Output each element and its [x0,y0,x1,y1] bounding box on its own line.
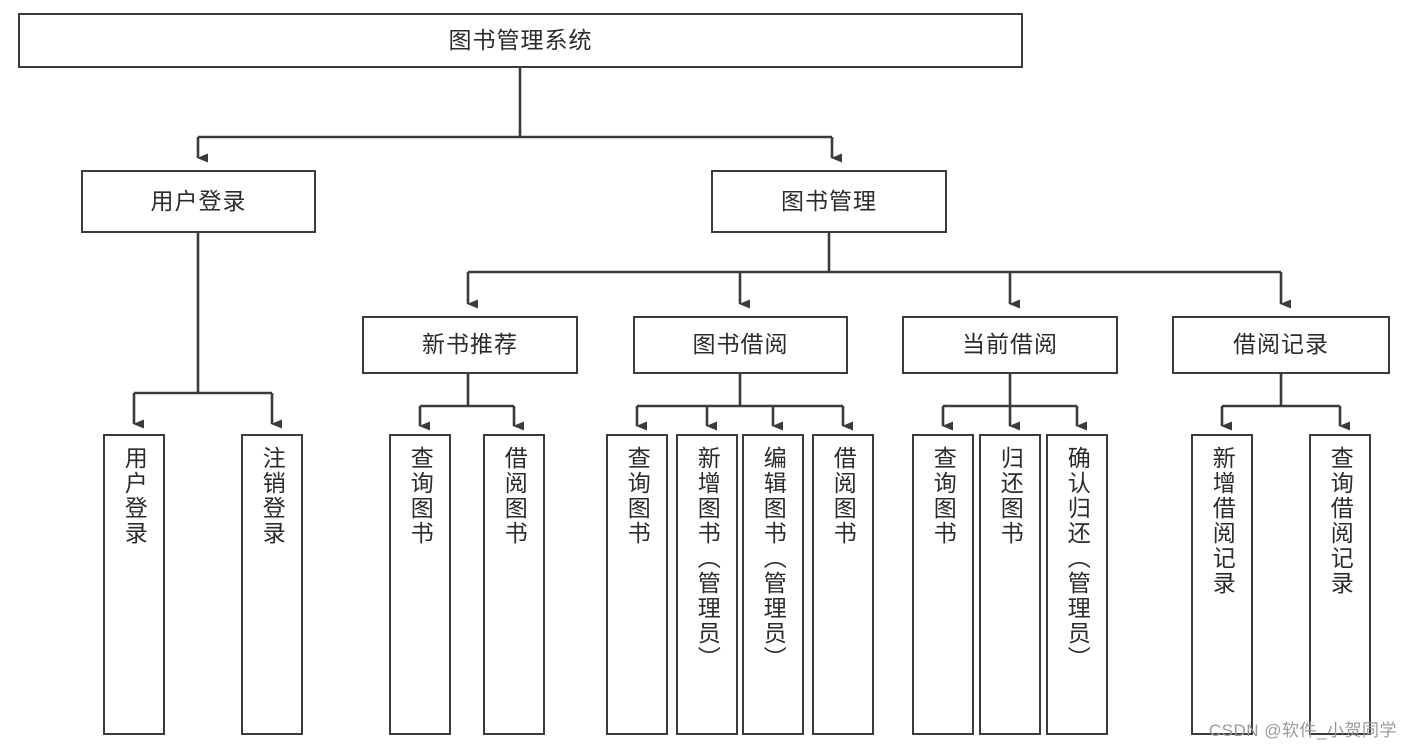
node-leaf-edit-book[interactable]: 编辑图书（管理员） [742,434,804,735]
node-label: 查询图书 [407,446,434,546]
node-label: 归还图书 [997,446,1024,546]
node-label: 新增图书（管理员） [694,446,721,671]
node-leaf-confirm-return[interactable]: 确认归还（管理员） [1046,434,1108,735]
node-leaf-query-book-current[interactable]: 查询图书 [912,434,974,735]
node-leaf-user-logout[interactable]: 注销登录 [241,434,303,735]
node-label: 借阅图书 [830,446,857,546]
node-leaf-add-book[interactable]: 新增图书（管理员） [676,434,738,735]
node-leaf-query-borrow-record[interactable]: 查询借阅记录 [1309,434,1371,735]
node-label: 借阅记录 [1233,331,1329,358]
node-current-borrow[interactable]: 当前借阅 [902,316,1118,374]
node-leaf-query-book-borrow[interactable]: 查询图书 [606,434,668,735]
node-label: 查询图书 [930,446,957,546]
node-label: 确认归还（管理员） [1064,446,1091,671]
node-label: 用户登录 [150,187,247,214]
node-label: 图书管理系统 [448,26,593,53]
node-root-system[interactable]: 图书管理系统 [18,13,1023,68]
node-leaf-borrow-book-recommend[interactable]: 借阅图书 [483,434,545,735]
node-leaf-return-book[interactable]: 归还图书 [979,434,1041,735]
node-leaf-query-book-recommend[interactable]: 查询图书 [389,434,451,735]
node-new-book-recommend[interactable]: 新书推荐 [362,316,578,374]
node-label: 图书管理 [781,187,877,214]
node-borrow-record[interactable]: 借阅记录 [1172,316,1390,374]
node-label: 借阅图书 [501,446,528,546]
node-label: 当前借阅 [962,331,1058,358]
watermark-text: CSDN @软件_小贺同学 [1208,721,1397,740]
node-label: 查询借阅记录 [1327,446,1354,596]
node-book-management[interactable]: 图书管理 [711,170,947,233]
node-leaf-user-login[interactable]: 用户登录 [103,434,165,735]
node-label: 用户登录 [121,446,148,546]
node-label: 注销登录 [259,446,286,546]
node-leaf-borrow-book[interactable]: 借阅图书 [812,434,874,735]
node-book-borrow[interactable]: 图书借阅 [633,316,848,374]
node-user-login[interactable]: 用户登录 [81,170,316,233]
node-label: 查询图书 [624,446,651,546]
node-label: 新增借阅记录 [1209,446,1236,596]
node-label: 新书推荐 [422,331,518,358]
node-leaf-add-borrow-record[interactable]: 新增借阅记录 [1191,434,1253,735]
node-label: 编辑图书（管理员） [760,446,787,671]
node-label: 图书借阅 [692,331,789,358]
